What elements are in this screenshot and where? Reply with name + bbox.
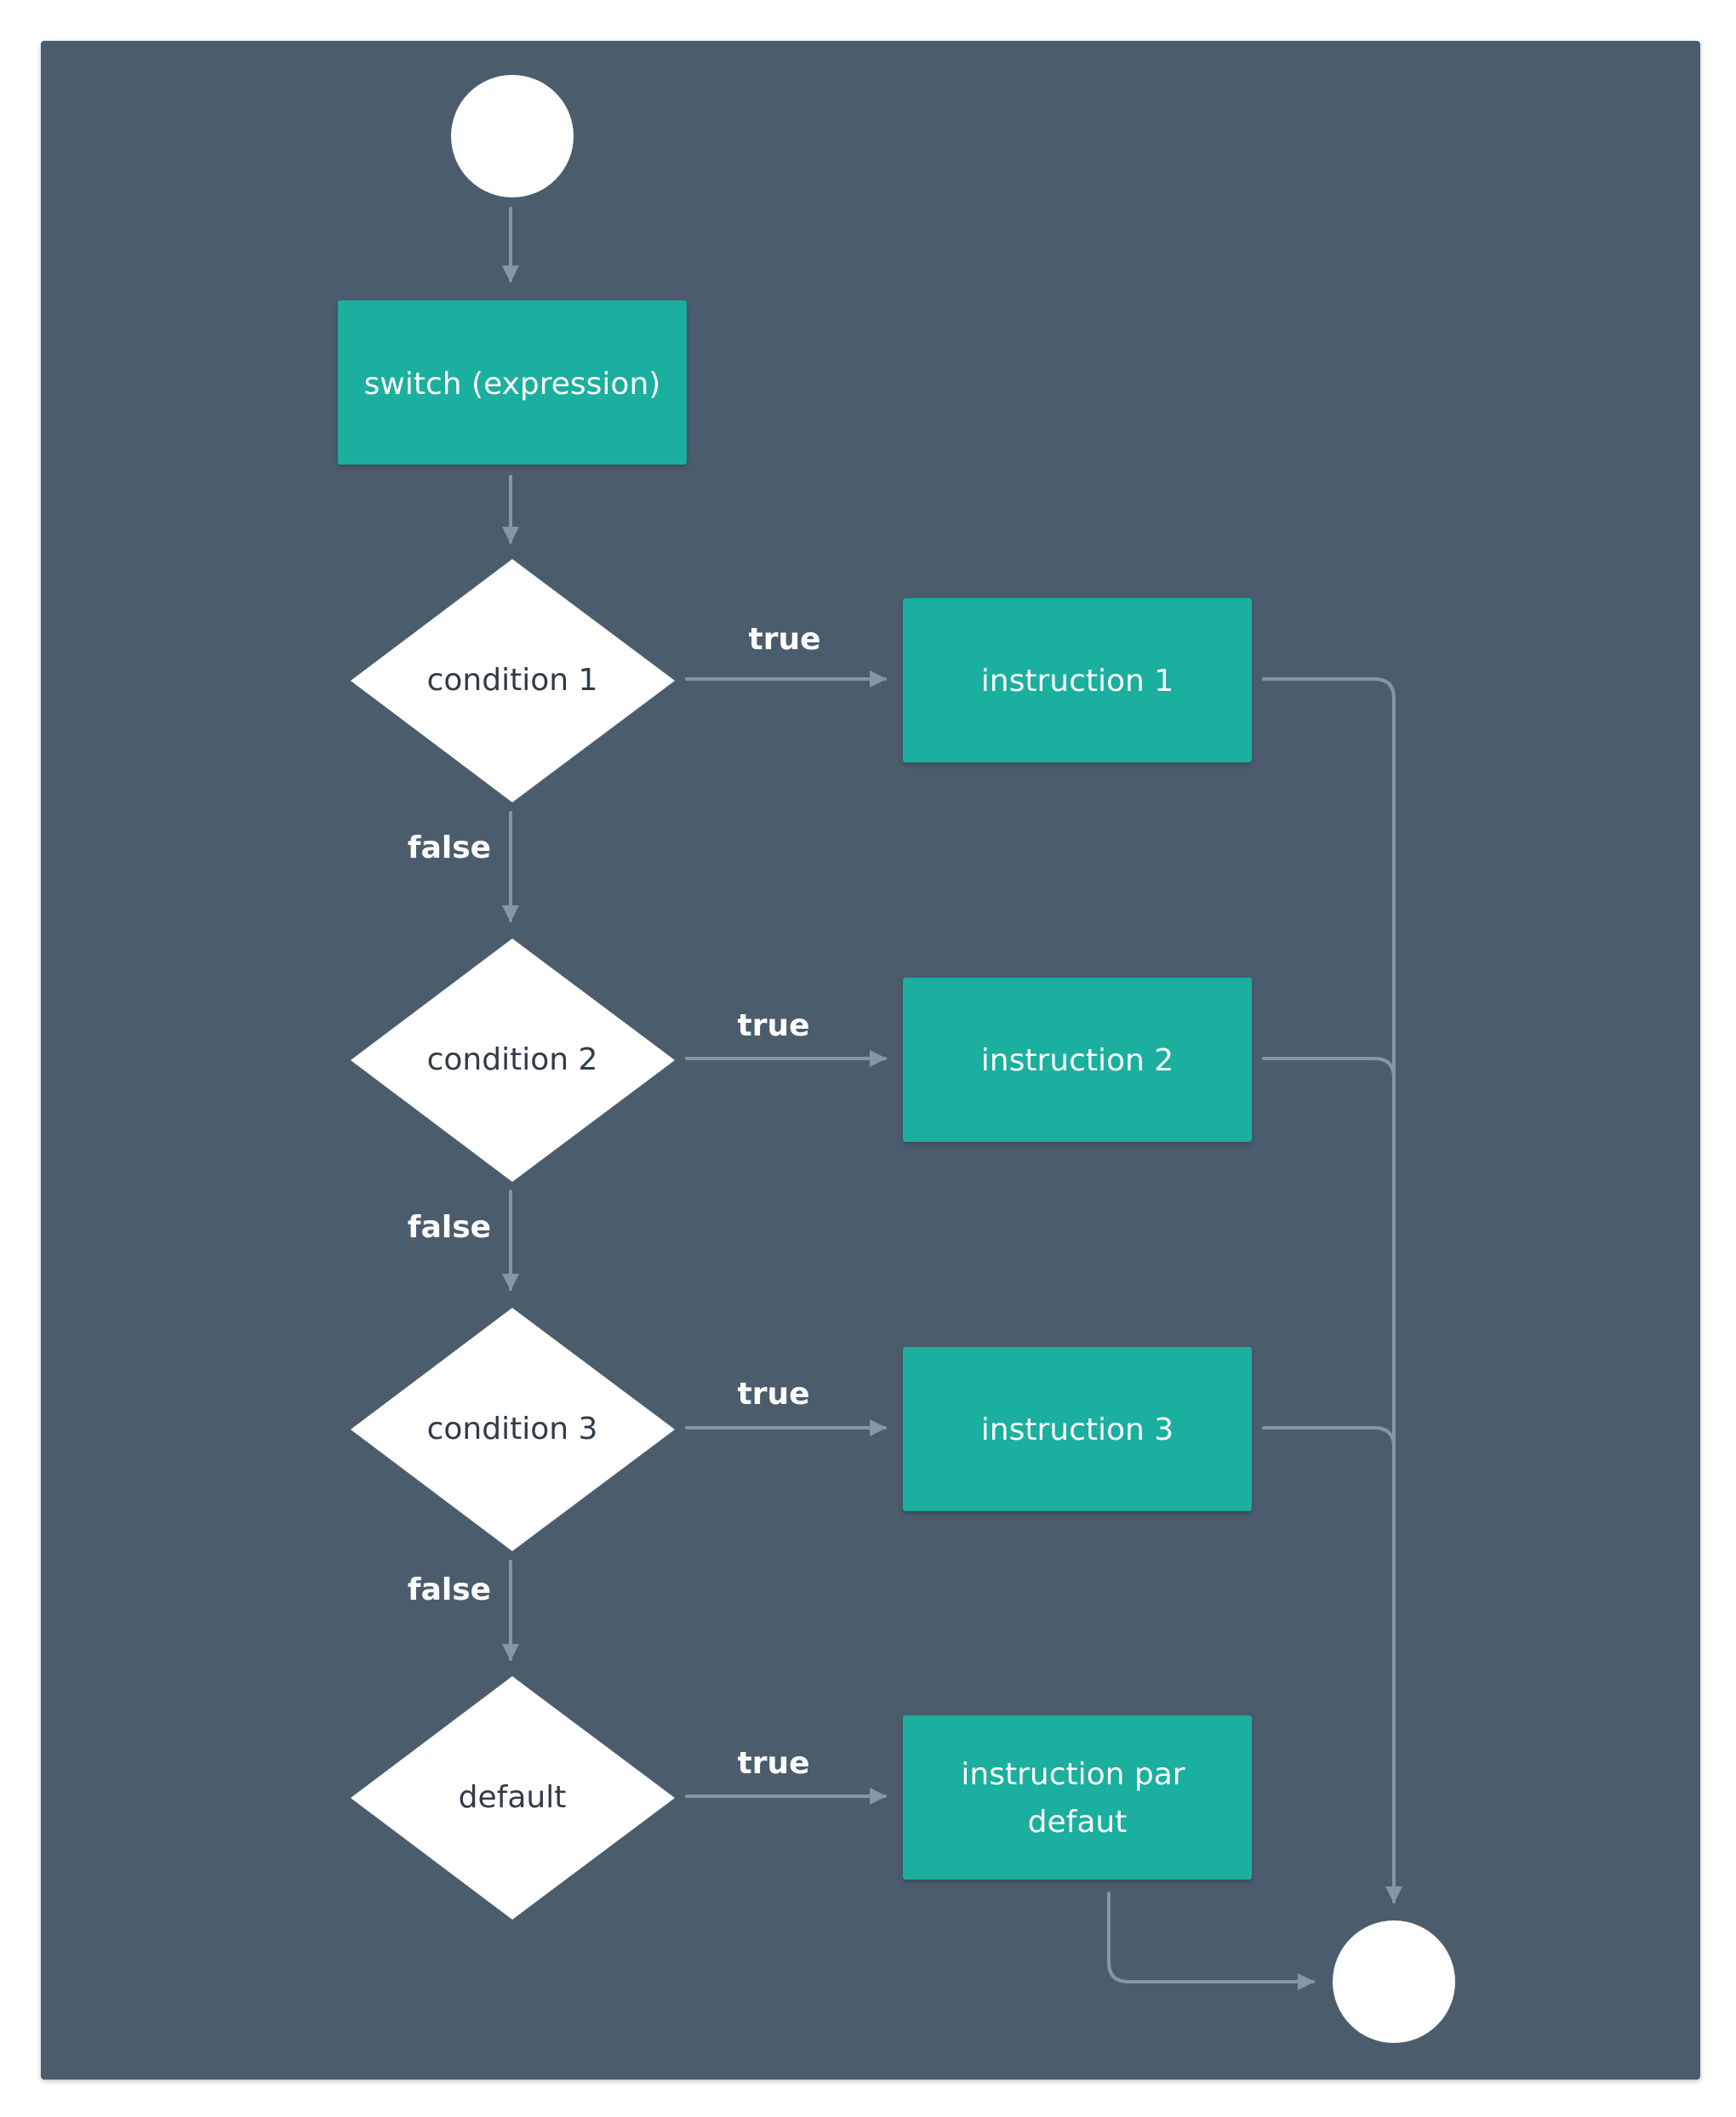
edge-label-false-2: false xyxy=(408,1210,491,1245)
condition2-node: condition 2 xyxy=(351,939,675,1182)
switch-label: switch (expression) xyxy=(364,367,661,402)
default-diamond xyxy=(351,1676,675,1920)
instruction2-label: instruction 2 xyxy=(981,1043,1174,1078)
edge-label-false-3: false xyxy=(408,1572,491,1607)
condition1-node: condition 1 xyxy=(351,559,675,802)
edge-instruction2-to-merge xyxy=(1262,1057,1396,1080)
edge-label-false-1: false xyxy=(408,830,491,865)
edge-instruction1-to-end xyxy=(1262,677,1402,1903)
instruction2-box xyxy=(903,978,1252,1142)
condition1-label: condition 1 xyxy=(427,663,598,698)
instruction1-node: instruction 1 xyxy=(903,598,1252,762)
edge-label-true-4: true xyxy=(737,1746,809,1781)
connectors xyxy=(502,207,1402,1990)
instruction-default-box xyxy=(903,1715,1252,1880)
condition3-label: condition 3 xyxy=(427,1412,598,1447)
switch-node: switch (expression) xyxy=(338,300,687,465)
instruction-default-label-line2: defaut xyxy=(1028,1805,1128,1840)
edge-label-true-1: true xyxy=(748,622,820,657)
edge-label-true-2: true xyxy=(737,1008,809,1043)
edge-instruction-default-to-end xyxy=(1107,1892,1315,1990)
instruction3-node: instruction 3 xyxy=(903,1347,1252,1511)
edge-label-true-3: true xyxy=(737,1377,809,1412)
instruction1-label: instruction 1 xyxy=(981,664,1174,699)
condition2-label: condition 2 xyxy=(427,1042,598,1077)
condition3-node: condition 3 xyxy=(351,1308,675,1551)
instruction3-box xyxy=(903,1347,1252,1511)
instruction3-label: instruction 3 xyxy=(981,1412,1174,1447)
switch-box xyxy=(338,300,687,465)
instruction1-box xyxy=(903,598,1252,762)
condition2-diamond xyxy=(351,939,675,1182)
condition1-diamond xyxy=(351,559,675,802)
default-node: default xyxy=(351,1676,675,1920)
condition3-diamond xyxy=(351,1308,675,1551)
default-label: default xyxy=(459,1780,567,1815)
instruction-default-label-line1: instruction par xyxy=(961,1757,1185,1792)
end-node xyxy=(1333,1920,1455,2043)
instruction-default-node: instruction par defaut xyxy=(903,1715,1252,1880)
start-node xyxy=(451,75,574,197)
edge-instruction3-to-merge xyxy=(1262,1426,1396,1449)
instruction2-node: instruction 2 xyxy=(903,978,1252,1142)
